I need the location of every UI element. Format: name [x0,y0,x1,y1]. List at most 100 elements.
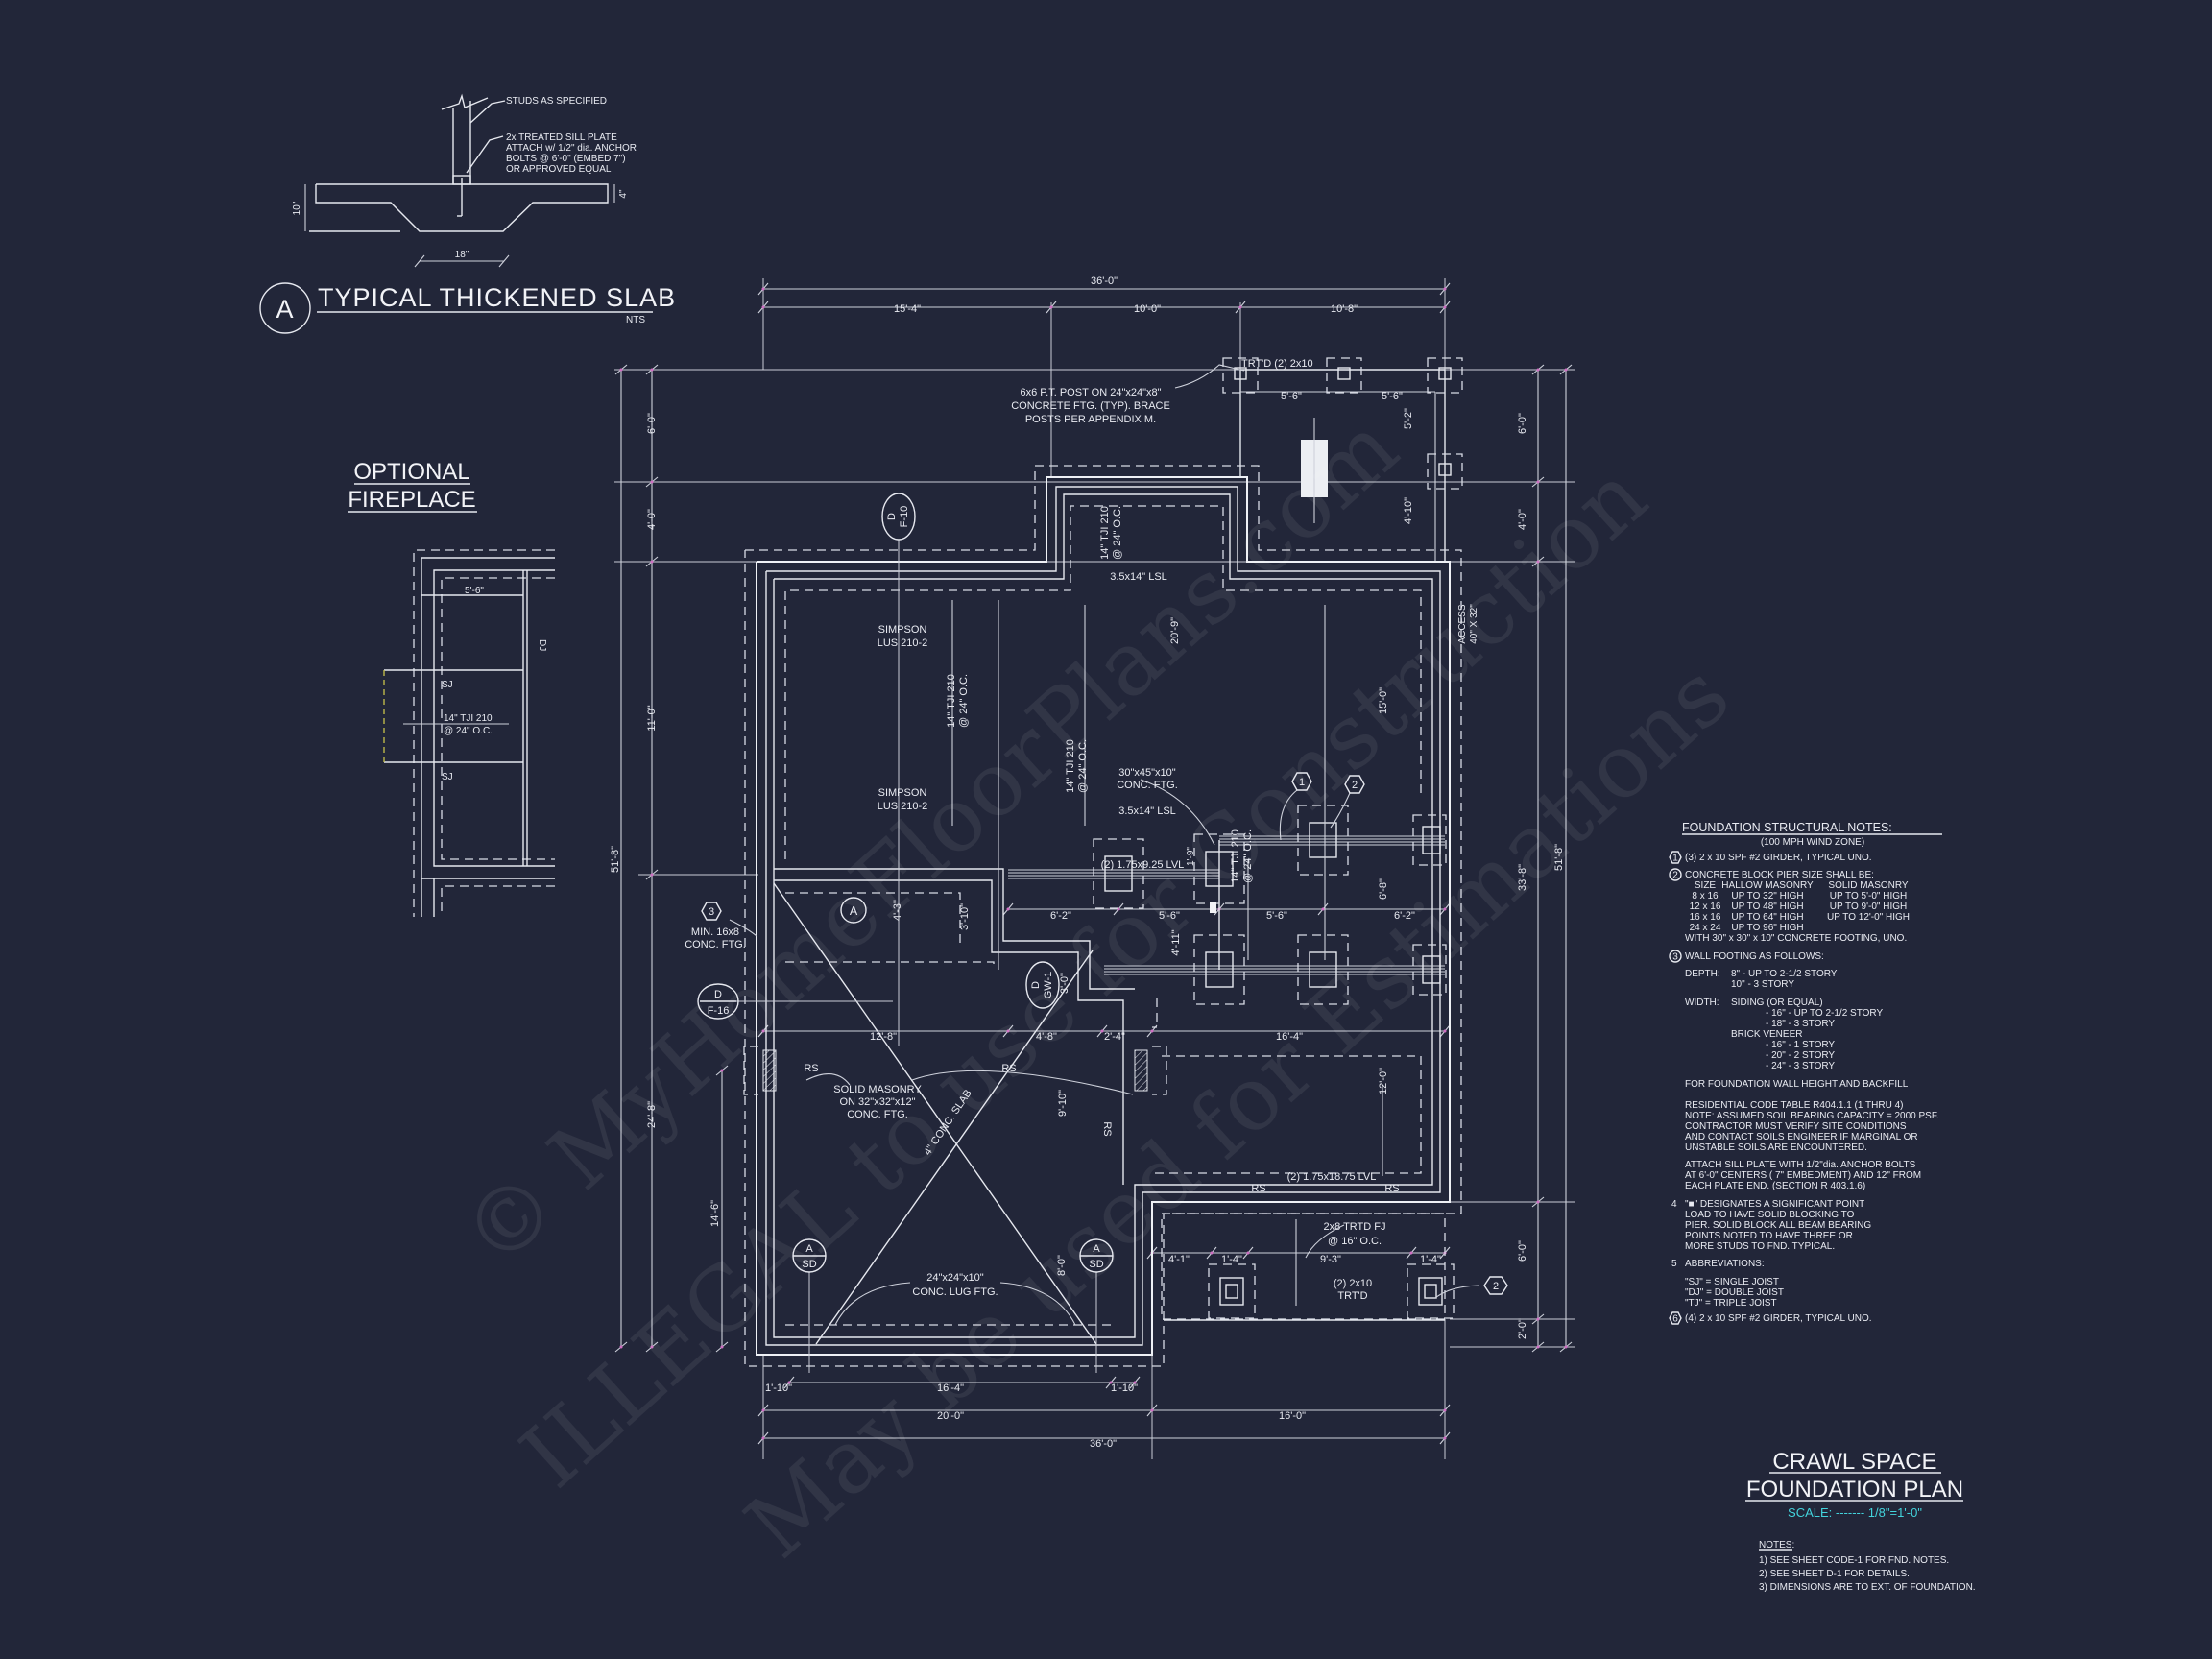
dimension-node [1109,1381,1113,1384]
leader-line [729,919,757,937]
simpson-1b: LUS 210-2 [878,637,928,649]
interior-footing [1152,1055,1422,1174]
dimension-node [1246,1251,1250,1255]
leader-line [1140,779,1215,846]
section-marker-d-gw1[interactable]: D GW-1 [1025,961,1060,1009]
pier-footing [743,1046,758,1095]
sill-2: AT 6'-0" CENTERS ( 7" EMBEDMENT) AND 12"… [1685,1170,1921,1181]
fj-2: @ 16" O.C. [1328,1236,1382,1247]
simpson-1a: SIMPSON [878,624,927,636]
porch-dim-v2: 4'-10" [1403,497,1414,524]
pier-footer: WITH 30" x 30" x 10" CONCRETE FOOTING, U… [1685,933,1907,944]
porch-post [1234,367,1247,380]
dimension-node [1564,368,1568,372]
note-number-marker: 3 [1669,950,1682,963]
pier-cell: UP TO 5'-0" HIGH [1830,891,1907,902]
abbr-3: "TJ" = TRIPLE JOIST [1685,1298,1777,1309]
porch-post-footing [1427,453,1463,490]
pier-cell: UP TO 12'-0" HIGH [1827,912,1910,923]
dim-8-0: 8'-0" [1056,1255,1068,1276]
note-marker-2-porch[interactable]: 2 [1483,1276,1508,1295]
note-marker-2[interactable]: 2 [1344,775,1365,794]
bump-joist-1: 14" TJI 210 [1099,506,1111,560]
leader-line [1279,789,1298,841]
wall-footing-outline [744,465,1462,1367]
dimension-node [619,1345,623,1349]
rs-label-3: RS [1101,1121,1113,1136]
foundation-inner-wall [773,493,1433,1338]
brick-3: - 24" - 3 STORY [1766,1061,1835,1071]
note-number: 3 [1672,952,1678,963]
code-5: UNSTABLE SOILS ARE ENCOUNTERED. [1685,1142,1867,1153]
interior-footing [785,961,995,970]
dimension-node [1536,560,1540,564]
post-note-1: 6x6 P.T. POST ON 24"x24"x8" [1020,387,1161,398]
dimension-node [761,305,765,309]
note-marker-1[interactable]: 1 [1291,772,1312,791]
dimension-node [1210,1251,1214,1255]
left-dim-overall: 51'-8" [610,846,621,873]
masonry-pier [1134,1049,1148,1092]
pier-footing [1152,1046,1167,1095]
porch-trtd-label: TRT'D (2) 2x10 [1241,358,1313,370]
pier [1309,822,1337,858]
dimension-node [761,1029,765,1033]
tb-note-3: 3) DIMENSIONS ARE TO EXT. OF FOUNDATION. [1759,1582,1976,1593]
lug-1: 24"x24"x10" [926,1272,984,1284]
depth-1: 8" - UP TO 2-1/2 STORY [1731,969,1838,979]
detail-typical-thickened-slab: STUDS AS SPECIFIED 2x TREATED SILL PLATE… [259,93,675,334]
section-marker-d-f16[interactable]: D F-16 [697,983,739,1020]
dimension-node [1409,1251,1413,1255]
note-number: 6 [1672,1314,1678,1325]
plan-scale: SCALE: ------- 1/8"=1'-0" [1788,1505,1922,1520]
sill-note-1: 2x TREATED SILL PLATE [506,132,617,143]
masonry-3: CONC. FTG. [847,1109,908,1120]
dimension-node [1536,1200,1540,1204]
left-dim-d: 24'-8" [646,1101,658,1128]
dimension-node [761,287,765,291]
note-4-4: POINTS NOTED TO HAVE THREE OR [1685,1231,1853,1241]
pier-cell: 8 x 16 [1692,891,1719,902]
pier-footing [1297,805,1349,876]
section-marker-a-sd-left[interactable]: A SD [792,1238,827,1273]
trtd-1: (2) 2x10 [1334,1278,1372,1289]
note-4-1: "■" DESIGNATES A SIGNIFICANT POINT [1685,1199,1864,1210]
dimension-node [720,1069,724,1072]
bottom-dim-overall: 36'-0" [1090,1438,1117,1450]
sill-1: ATTACH SILL PLATE WITH 1/2"dia. ANCHOR B… [1685,1160,1916,1170]
svg-text:2: 2 [1352,780,1358,791]
foundation-structural-notes: FOUNDATION STRUCTURAL NOTES: (100 MPH WI… [1669,821,1942,1325]
sill-note-3: BOLTS @ 6'-0" (EMBED 7") [506,154,626,164]
abbr-2: "DJ" = DOUBLE JOIST [1685,1287,1784,1298]
dim-15-0: 15'-0" [1378,687,1389,714]
row-dim-d: 6'-2" [1394,910,1415,922]
mid-dim-d: 16'-4" [1276,1031,1303,1043]
ftg-label-2: CONC. FTG. [1117,780,1178,791]
leader-line [805,1073,851,1086]
section-marker-a-sd-right[interactable]: A SD [1079,1238,1114,1273]
right-dim-e: 2'-0" [1517,1318,1528,1339]
svg-text:F-16: F-16 [708,1005,730,1017]
pier-cell: UP TO 96" HIGH [1731,923,1803,933]
note-marker-3[interactable]: 3 [701,902,722,921]
porch-dim-a: 5'-6" [1281,391,1302,402]
porch-post [1337,367,1351,380]
dimension-node [1006,907,1010,911]
mid-dim-a: 12'-8" [870,1031,897,1043]
lvl-bottom: (2) 1.75x18.75 LVL [1287,1171,1377,1183]
dimension-node [1443,1408,1447,1412]
dim-1-9: 1'-9" [1186,847,1196,866]
pier [1104,855,1133,892]
svg-text:2: 2 [1493,1281,1499,1292]
tb-notes-title: NOTES: [1759,1540,1794,1551]
section-marker-a[interactable]: A [840,897,867,924]
svg-text:A: A [1093,1243,1100,1255]
section-marker-d-f10[interactable]: D F-10 [881,493,916,541]
fireplace-dj: DJ [537,639,547,651]
joist-left-1: 14" TJI 210 [946,674,957,728]
mid-dim-c: 2'-4" [1104,1031,1125,1043]
fireplace-sj-top: SJ [442,680,453,690]
svg-text:A: A [850,904,858,918]
lvl-mid: (2) 1.75x9.25 LVL [1101,859,1185,871]
